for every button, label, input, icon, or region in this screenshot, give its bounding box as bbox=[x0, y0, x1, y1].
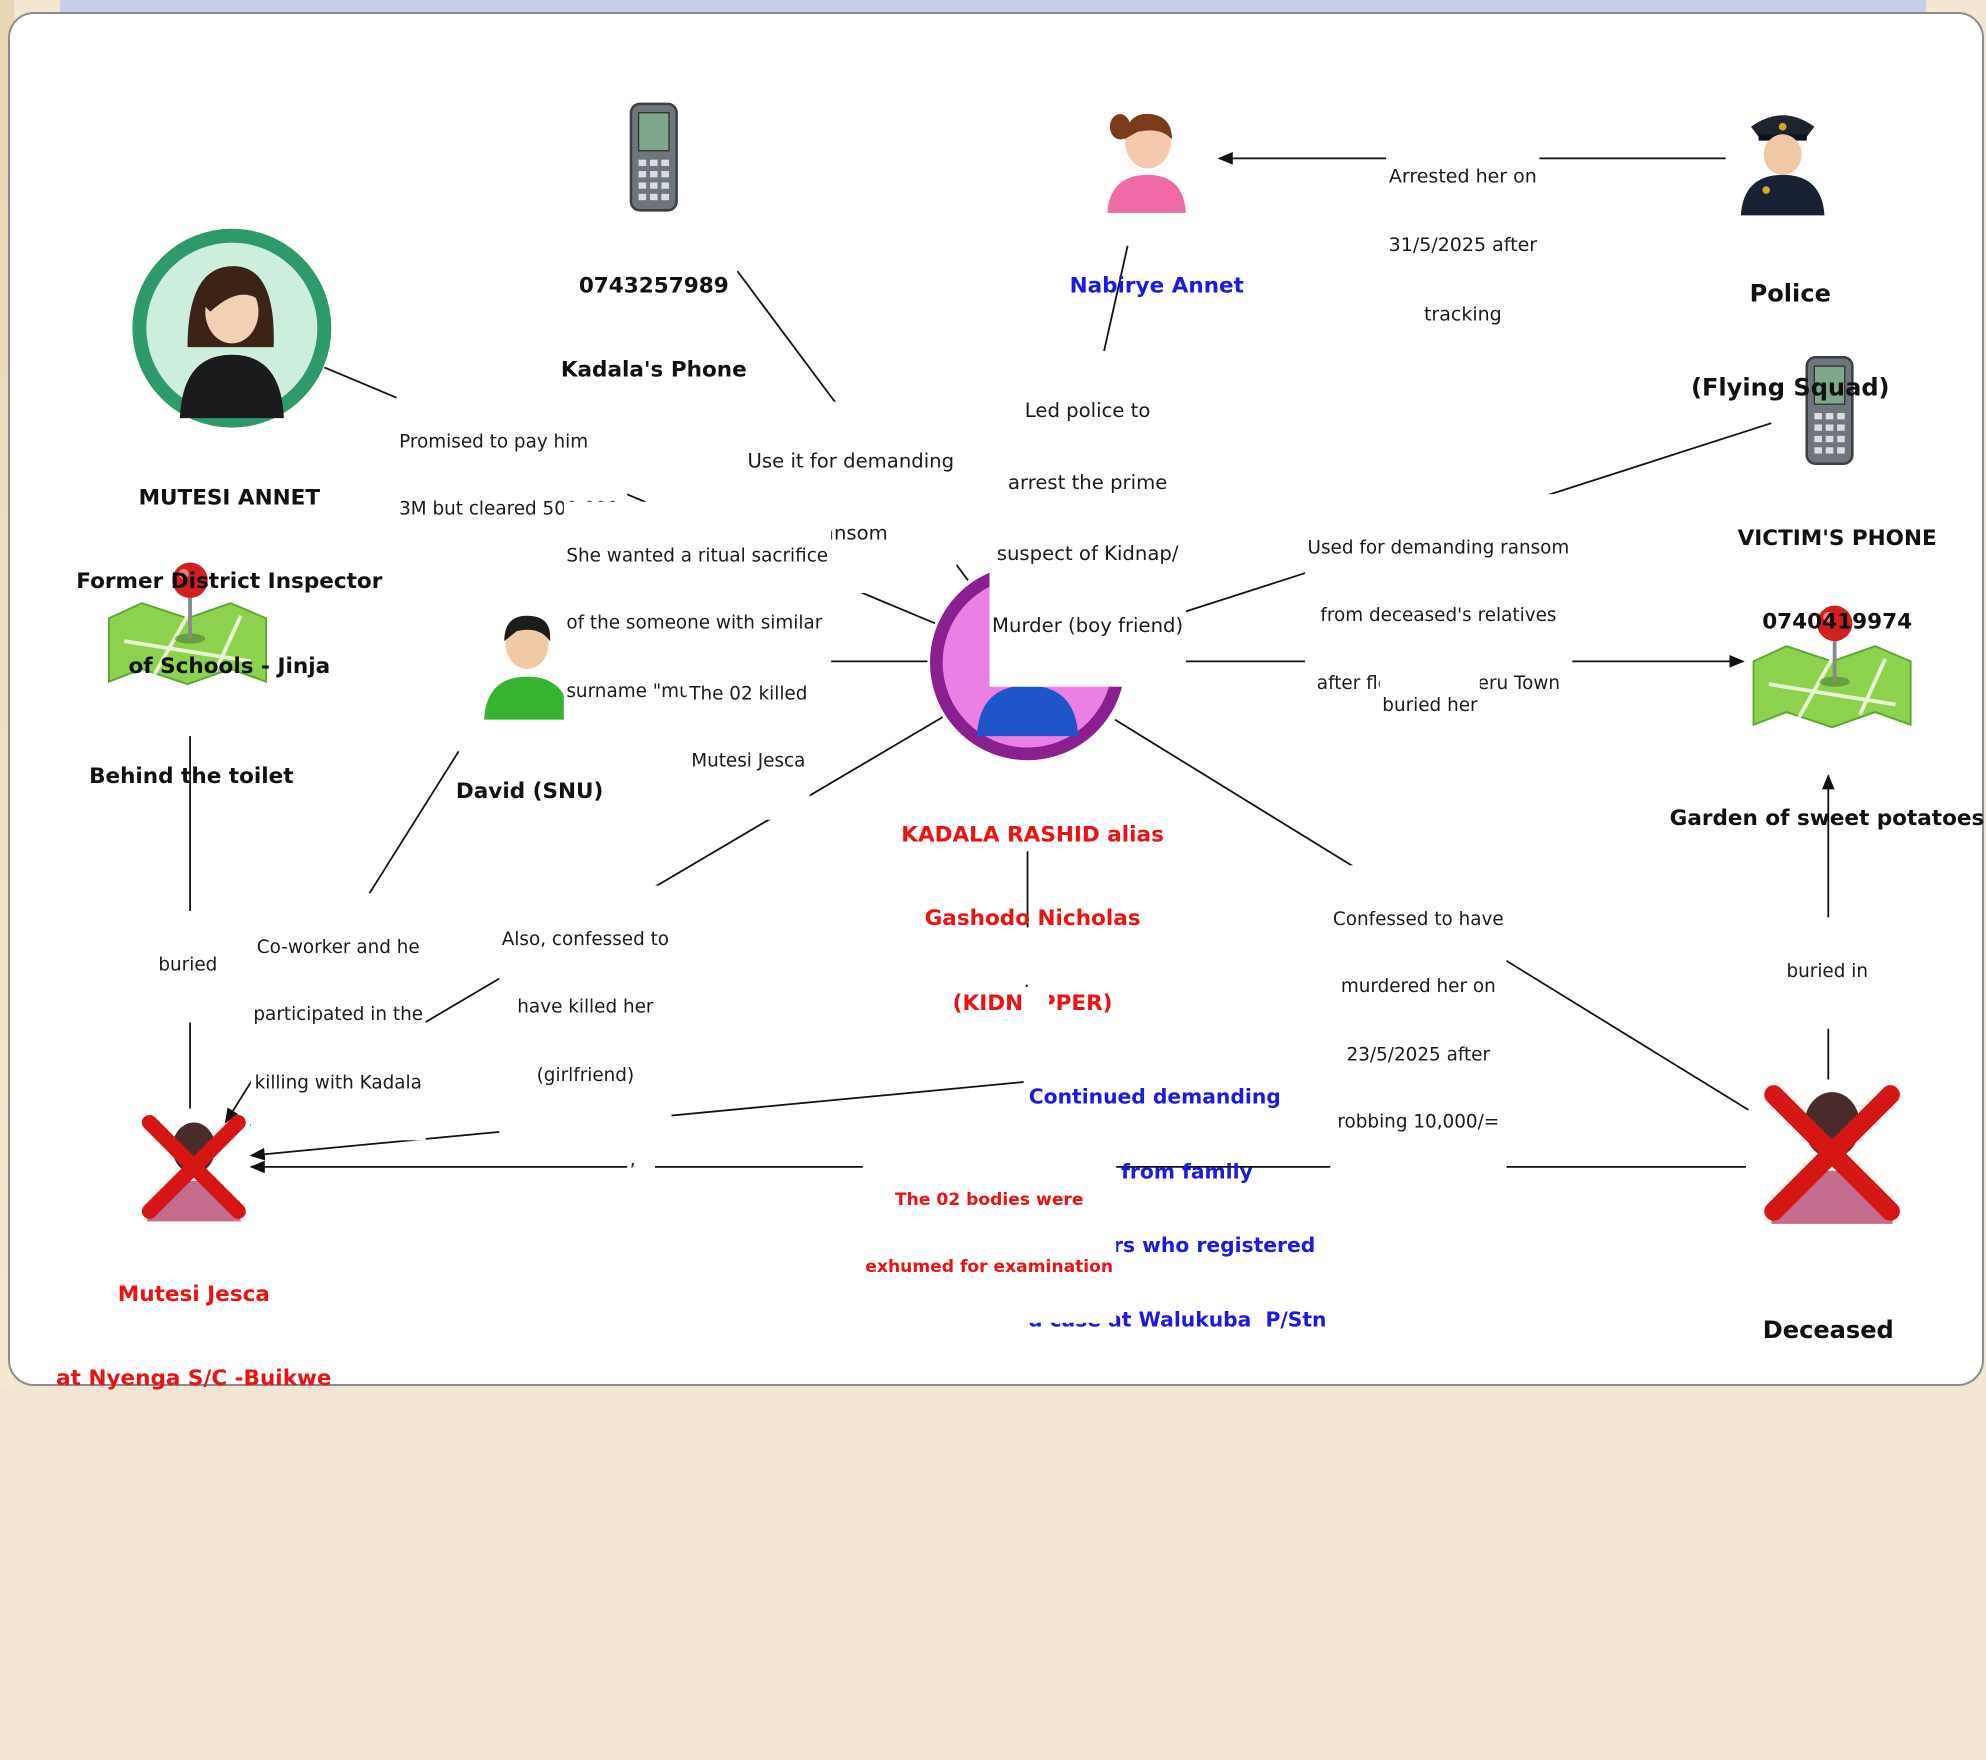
edge-label-confessed-murder: Confessed to have murdered her on 23/5/2… bbox=[1330, 865, 1507, 1180]
police-line1: Police bbox=[1749, 280, 1831, 309]
nabirye-name: Nabirye Annet bbox=[1069, 273, 1244, 300]
kadala-phone-name: Kadala's Phone bbox=[560, 357, 747, 384]
police-officer-icon bbox=[1740, 115, 1825, 216]
david-label: David (SNU) bbox=[438, 722, 620, 862]
kadala-phone-label: 0743257989 Kadala's Phone bbox=[552, 217, 755, 441]
mutesi-annet-line2: Former District Inspector bbox=[76, 569, 383, 595]
kadala-phone-number: 0743257989 bbox=[578, 273, 729, 300]
map-pin-icon bbox=[1752, 605, 1912, 729]
deceased-cross-icon bbox=[141, 1114, 246, 1222]
mutesi-annet-line1: MUTESI ANNET bbox=[138, 485, 321, 511]
edge-label-arrested: Arrested her on 31/5/2025 after tracking bbox=[1386, 117, 1540, 373]
edge-label-coworker: Co-worker and he participated in the kil… bbox=[250, 893, 426, 1140]
map-pin-icon bbox=[108, 562, 268, 686]
victim-phone-label: VICTIM'S PHONE 0740419974 bbox=[1726, 469, 1949, 693]
mutesi-annet-line3: of Schools - Jinja bbox=[128, 653, 331, 679]
woman-icon bbox=[1107, 113, 1186, 213]
edge-label-killed: The 02 killed Mutesi Jesca bbox=[686, 639, 810, 820]
deceased-label: Deceased bbox=[1738, 1253, 1918, 1409]
edge-label-exhumed: The 02 bodies were exhumed for examinati… bbox=[862, 1145, 1116, 1324]
edge-label-buried: buried bbox=[155, 910, 220, 1024]
victim-phone-line1: VICTIM'S PHONE bbox=[1737, 526, 1937, 552]
businesswoman-icon bbox=[132, 228, 332, 428]
kadala-line1: KADALA RASHID alias bbox=[901, 822, 1164, 848]
toilet-name: Behind the toilet bbox=[89, 764, 294, 790]
nabirye-label: Nabirye Annet bbox=[1043, 217, 1271, 357]
edge-label-buried-in: buried in bbox=[1783, 917, 1871, 1030]
mobile-phone-icon bbox=[629, 102, 678, 212]
edge-label-led-police: Led police to arrest the prime suspect o… bbox=[989, 350, 1186, 687]
mutesi-annet-label: MUTESI ANNET Former District Inspector o… bbox=[71, 428, 388, 736]
toilet-label: Behind the toilet bbox=[84, 707, 299, 847]
kadala-line2: Gashodo Nicholas bbox=[924, 906, 1141, 932]
edge-label-comma: , bbox=[627, 1106, 656, 1219]
mutesi-jesca-label: Mutesi Jesca at Nyenga S/C -Buikwe bbox=[48, 1225, 339, 1449]
continued-line1: Continued demanding bbox=[1028, 1084, 1281, 1109]
top-band bbox=[60, 0, 1926, 14]
deceased-cross-icon bbox=[1764, 1085, 1900, 1224]
police-line2: (Flying Squad) bbox=[1690, 374, 1890, 403]
edge-label-also-confessed: Also, confessed to have killed her (girl… bbox=[499, 885, 672, 1133]
mutesi-jesca-line2: at Nyenga S/C -Buikwe bbox=[56, 1366, 332, 1392]
edge-label-ritual: She wanted a ritual sacrifice of the som… bbox=[563, 501, 831, 749]
mutesi-jesca-line1: Mutesi Jesca bbox=[117, 1282, 270, 1308]
edge-label-dot: . bbox=[1021, 927, 1050, 1040]
garden-name: Garden of sweet potatoes bbox=[1669, 806, 1985, 832]
garden-label: Garden of sweet potatoes bbox=[1667, 749, 1986, 889]
police-label: Police (Flying Squad) bbox=[1670, 217, 1911, 467]
deceased-name: Deceased bbox=[1762, 1316, 1894, 1345]
edge-label-buried-her: buried her bbox=[1379, 651, 1481, 764]
mobile-phone-icon bbox=[1805, 356, 1854, 465]
david-name: David (SNU) bbox=[455, 779, 604, 805]
victim-phone-line2: 0740419974 bbox=[1762, 610, 1913, 636]
man-icon bbox=[483, 615, 571, 720]
